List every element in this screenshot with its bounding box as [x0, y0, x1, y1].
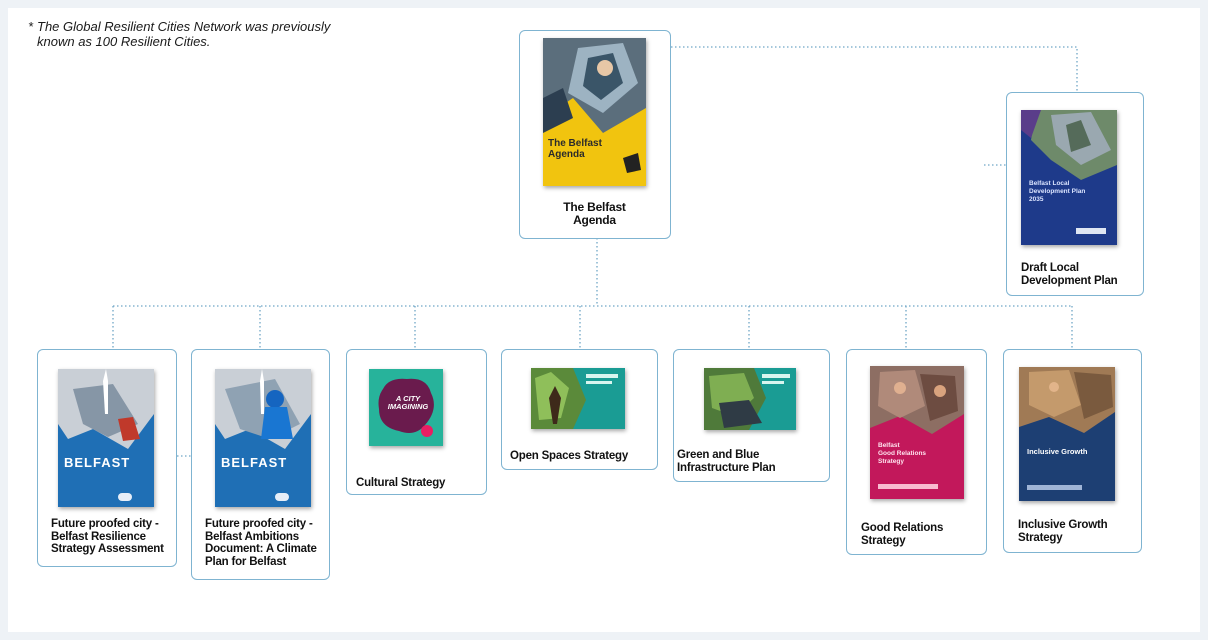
- node-ambitions-document[interactable]: BELFAST Future proofed city - Belfast Am…: [191, 349, 330, 580]
- inclusive-growth-cover-title: Inclusive Growth: [1027, 447, 1088, 456]
- belfast-agenda-cover-title: The Belfast Agenda: [548, 138, 602, 160]
- node-open-spaces[interactable]: Open Spaces Strategy: [501, 349, 658, 470]
- ldp-cover-title: Belfast Local Development Plan 2035: [1029, 180, 1086, 203]
- belfast-agenda-cover: The Belfast Agenda: [543, 38, 646, 186]
- footnote-marker: *: [28, 19, 34, 34]
- footnote: * The Global Resilient Cities Network wa…: [28, 19, 357, 49]
- cultural-cover-title: A CITY IMAGINING: [387, 394, 429, 411]
- good-relations-cover-title: Belfast Good Relations Strategy: [878, 442, 927, 465]
- resilience-cover-title: BELFAST: [64, 455, 131, 470]
- connector-agenda-to-ldp: [671, 46, 1078, 92]
- cultural-label: Cultural Strategy: [356, 477, 446, 489]
- green-blue-cover: [704, 368, 796, 430]
- resilience-label: Future proofed city - Belfast Resilience…: [51, 518, 164, 555]
- ambitions-cover: BELFAST: [215, 369, 311, 507]
- node-inclusive-growth[interactable]: Inclusive Growth Inclusive Growth Strate…: [1003, 349, 1142, 553]
- node-good-relations[interactable]: Belfast Good Relations Strategy Good Rel…: [846, 349, 987, 555]
- node-resilience-assessment[interactable]: BELFAST Future proofed city - Belfast Re…: [37, 349, 177, 567]
- good-relations-label: Good Relations Strategy: [861, 522, 944, 547]
- inclusive-growth-cover: Inclusive Growth: [1019, 367, 1115, 501]
- belfast-agenda-label: The Belfast Agenda: [563, 200, 626, 227]
- open-spaces-label: Open Spaces Strategy: [510, 450, 629, 462]
- ldp-label: Draft Local Development Plan: [1021, 262, 1118, 287]
- ambitions-cover-title: BELFAST: [221, 455, 288, 470]
- green-blue-label: Green and Blue Infrastructure Plan: [677, 449, 776, 474]
- ambitions-label: Future proofed city - Belfast Ambitions …: [205, 518, 317, 568]
- node-cultural-strategy[interactable]: A CITY IMAGINING Cultural Strategy: [346, 349, 487, 495]
- node-green-blue[interactable]: Green and Blue Infrastructure Plan: [673, 349, 830, 482]
- good-relations-cover: Belfast Good Relations Strategy: [870, 366, 964, 499]
- ldp-cover: Belfast Local Development Plan 2035: [1021, 110, 1117, 245]
- open-spaces-cover: [531, 368, 625, 429]
- node-belfast-agenda[interactable]: The Belfast Agenda The Belfast Agenda: [519, 30, 671, 239]
- inclusive-growth-label: Inclusive Growth Strategy: [1018, 519, 1108, 544]
- footnote-text: The Global Resilient Cities Network was …: [37, 19, 331, 49]
- resilience-cover: BELFAST: [58, 369, 154, 507]
- cultural-cover: A CITY IMAGINING: [369, 369, 443, 446]
- node-local-development-plan[interactable]: Belfast Local Development Plan 2035 Draf…: [1006, 92, 1144, 296]
